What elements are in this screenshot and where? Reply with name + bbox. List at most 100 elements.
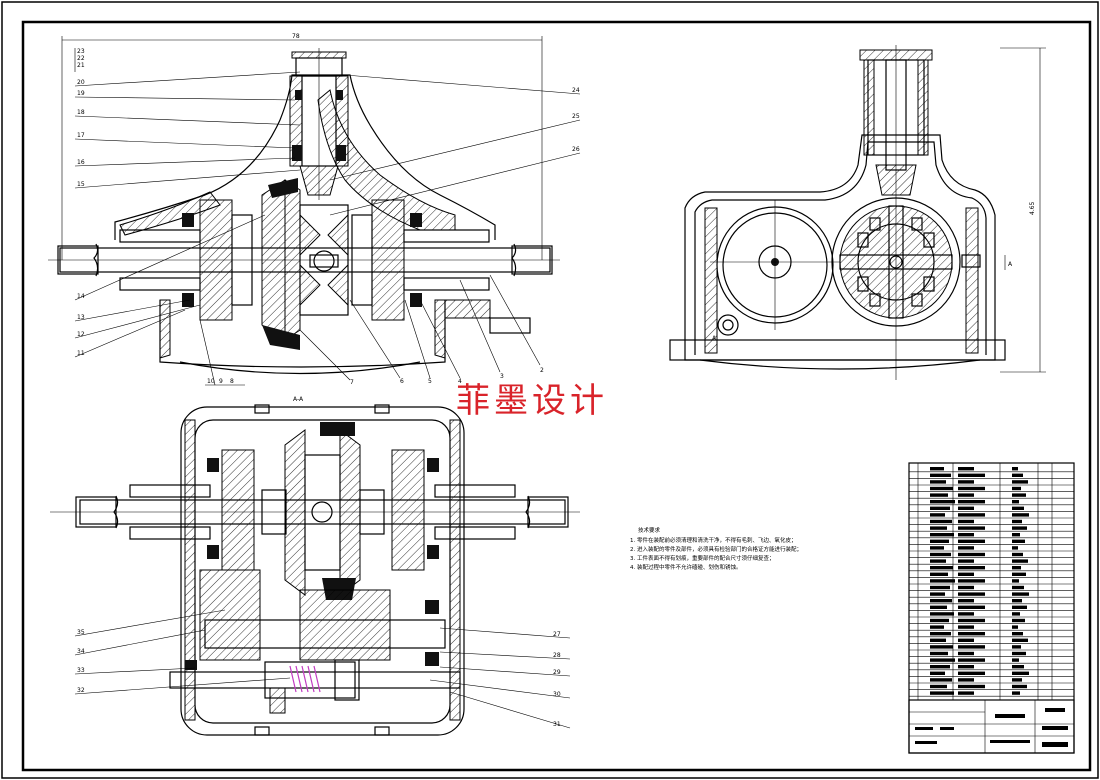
parts-row-text-mark	[1012, 473, 1023, 477]
parts-row-text-mark	[958, 671, 985, 675]
parts-row-text-mark	[1012, 506, 1024, 510]
front-view-callouts-left: 23 22 21 20 19 18 17 16 15 14 13 12 11	[74, 48, 301, 358]
parts-row-text-mark	[958, 559, 974, 563]
callout-20: 20	[77, 79, 85, 86]
callout-34: 34	[77, 648, 85, 655]
parts-row-text-mark	[930, 612, 954, 616]
parts-row-text-mark	[1012, 592, 1029, 596]
section-callouts-left: 35 34 33 32	[74, 609, 291, 695]
parts-row-text-mark	[1012, 486, 1021, 491]
parts-row-text-mark	[1012, 585, 1024, 590]
parts-row-text-mark	[930, 684, 947, 689]
parts-row-text-mark	[958, 467, 974, 471]
callout-6: 6	[400, 378, 404, 385]
parts-row-text-mark	[1012, 493, 1026, 497]
parts-row-text-mark	[930, 665, 950, 669]
parts-row-text-mark	[1012, 500, 1019, 504]
parts-row-text-mark	[1012, 658, 1019, 662]
parts-row-text-mark	[958, 506, 974, 510]
section-label: A-A	[293, 396, 304, 403]
parts-row-text-mark	[1012, 546, 1018, 550]
parts-row-text-mark	[958, 651, 974, 656]
parts-row-text-mark	[1012, 651, 1026, 656]
parts-row-text-mark	[930, 493, 948, 497]
parts-row-text-mark	[1012, 612, 1020, 616]
parts-row-text-mark	[930, 645, 953, 649]
callout-16: 16	[77, 159, 85, 166]
front-view-callouts-bottom: 10 9 8 7 6 5 4 3 2	[199, 274, 544, 386]
parts-row-text-mark	[1012, 618, 1025, 623]
callout-12: 12	[77, 331, 85, 338]
parts-row-text-mark	[1012, 513, 1029, 517]
parts-row-text-mark	[1012, 605, 1027, 609]
parts-row-text-mark	[1012, 572, 1026, 576]
parts-row-text-mark	[930, 691, 954, 695]
tech-note-2: 2. 进入装配的零件及部件，必须具有检验部门的合格证方能进行装配；	[630, 545, 802, 553]
parts-row-text-mark	[958, 645, 985, 649]
parts-row-text-mark	[958, 500, 985, 504]
parts-row-text-mark	[958, 572, 974, 576]
parts-row-text-mark	[930, 585, 950, 590]
parts-row-text-mark	[1012, 632, 1023, 636]
parts-row-text-mark	[930, 572, 948, 576]
parts-row-text-mark	[930, 473, 951, 477]
callout-15: 15	[77, 181, 85, 188]
parts-row-text-mark	[958, 658, 985, 662]
title-block	[908, 699, 1075, 754]
parts-row-text-mark	[930, 678, 952, 682]
callout-35: 35	[77, 629, 85, 636]
callout-30: 30	[553, 691, 561, 698]
callout-28: 28	[553, 652, 561, 659]
parts-list-table	[908, 462, 1075, 754]
parts-row-text-mark	[930, 605, 947, 609]
parts-row-text-mark	[1012, 645, 1021, 649]
callout-27: 27	[553, 631, 561, 638]
callout-29: 29	[553, 669, 561, 676]
parts-row-text-mark	[1012, 533, 1020, 537]
callout-5: 5	[428, 378, 432, 385]
callout-31: 31	[553, 721, 561, 728]
technical-requirements: 技术要求 1. 零件在装配前必须清理和清洗干净，不得有毛刺、飞边、氧化皮； 2.…	[630, 526, 802, 571]
parts-rows	[909, 467, 1074, 697]
parts-row-text-mark	[958, 678, 974, 682]
parts-row-text-mark	[1012, 559, 1028, 563]
parts-row-text-mark	[958, 493, 974, 497]
view-arrow-label-2: A	[712, 335, 717, 342]
tech-notes-title: 技术要求	[638, 526, 661, 534]
parts-row-text-mark	[958, 632, 985, 636]
inner-frame	[21, 20, 1092, 772]
parts-row-text-mark	[930, 506, 950, 510]
parts-row-text-mark	[958, 605, 985, 609]
plan-section-view: A-A	[50, 396, 580, 736]
callout-7: 7	[350, 379, 354, 386]
parts-row-text-mark	[1012, 684, 1027, 689]
parts-row-text-mark	[930, 519, 952, 524]
callout-22: 22	[77, 55, 85, 62]
parts-row-text-mark	[958, 599, 974, 603]
front-view-callouts-right: 24 25 26	[329, 74, 581, 216]
parts-row-text-mark	[958, 526, 985, 530]
parts-row-text-mark	[958, 618, 985, 623]
callout-17: 17	[77, 132, 85, 139]
callout-3: 3	[500, 373, 504, 380]
parts-row-text-mark	[930, 579, 955, 583]
parts-row-text-mark	[1012, 691, 1020, 695]
parts-row-text-mark	[930, 526, 947, 530]
parts-row-text-mark	[930, 533, 954, 537]
callout-25: 25	[572, 113, 580, 120]
parts-row-text-mark	[930, 618, 949, 623]
parts-row-text-mark	[958, 546, 974, 550]
parts-row-text-mark	[1012, 566, 1021, 570]
parts-row-text-mark	[930, 566, 953, 570]
callout-10: 10	[207, 378, 215, 385]
callout-13: 13	[77, 314, 85, 321]
parts-row-text-mark	[930, 592, 945, 596]
parts-row-text-mark	[958, 566, 985, 570]
parts-row-text-mark	[1012, 526, 1027, 530]
callout-14: 14	[77, 293, 85, 300]
view-arrow-label: A	[1008, 261, 1013, 268]
parts-row-text-mark	[930, 651, 948, 656]
parts-row-text-mark	[958, 691, 974, 695]
parts-row-text-mark	[930, 658, 955, 662]
parts-row-text-mark	[1012, 480, 1028, 484]
